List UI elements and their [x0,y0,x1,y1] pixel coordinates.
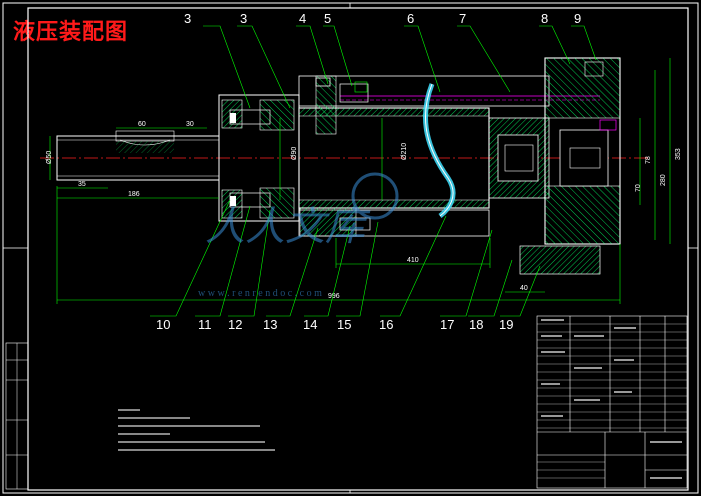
parts-list-text-marks [541,319,682,479]
part-number: 3 [240,11,247,26]
dim-60: 60 [138,121,146,128]
part-number: 17 [440,317,454,332]
part-numbers-bottom: 10 11 12 13 14 15 16 17 18 19 [156,317,513,332]
inner-frame [27,7,689,491]
dim-phi210: Ø210 [401,143,408,160]
part-number: 3 [184,11,191,26]
dim-phi50: Ø50 [46,151,53,164]
dim-40: 40 [520,285,528,292]
part-number: 9 [574,11,581,26]
part-number: 8 [541,11,548,26]
part-number: 13 [263,317,277,332]
dim-410: 410 [407,257,419,264]
dim-30: 30 [186,121,194,128]
part-number: 7 [459,11,466,26]
watermark-url: w w w . r e n r e n d o c . c o m [198,288,322,299]
part-number: 5 [324,11,331,26]
watermark: 人人文库 w w w . r e n r e n d o c . c o m [198,172,399,299]
dim-186: 186 [128,191,140,198]
part-number: 12 [228,317,242,332]
dim-78: 78 [645,156,652,164]
drawing-title: 液压装配图 [13,20,129,45]
part-number: 10 [156,317,170,332]
part-number: 18 [469,317,483,332]
part-number: 15 [337,317,351,332]
part-number: 14 [303,317,317,332]
dim-353: 353 [675,148,682,160]
part-number: 19 [499,317,513,332]
part-numbers-top: 3 3 4 5 6 7 8 9 [184,11,581,26]
title-block [536,315,688,489]
parts-list-rows [537,323,687,479]
technical-notes [118,409,275,451]
dim-phi90: Ø90 [291,147,298,160]
part-number: 6 [407,11,414,26]
dim-280: 280 [660,174,667,186]
part-number: 4 [299,11,306,26]
watermark-logo: 人人文库 [205,204,371,249]
part-number: 11 [198,317,212,332]
dim-70: 70 [635,184,642,192]
hydraulic-hose [423,83,456,218]
dim-996: 996 [328,293,340,300]
dim-35: 35 [78,181,86,188]
part-number: 16 [379,317,393,332]
